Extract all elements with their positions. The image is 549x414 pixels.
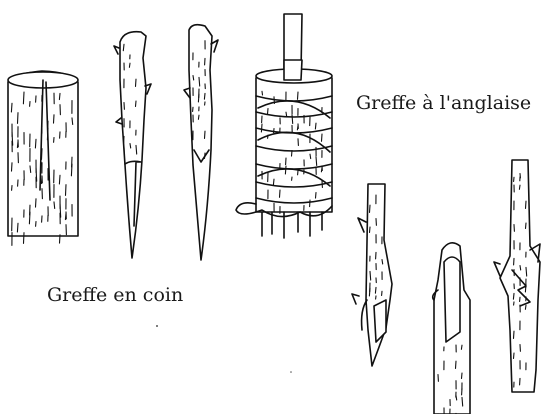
bark-stroke <box>370 271 371 280</box>
bark-stroke <box>193 76 194 80</box>
bark-stroke <box>520 266 521 270</box>
bark-stroke <box>59 175 60 184</box>
bark-stroke <box>205 131 206 138</box>
bark-stroke <box>316 193 317 199</box>
bark-stroke <box>298 92 299 99</box>
bark-stroke <box>526 201 527 208</box>
speck <box>156 325 158 327</box>
bark-stroke <box>456 396 457 400</box>
bark-stroke <box>273 179 274 185</box>
bark-stroke <box>292 115 293 124</box>
bark-stroke <box>136 101 137 107</box>
bark-stroke <box>292 151 293 157</box>
bark-stroke <box>199 77 200 86</box>
bark-stroke <box>321 168 322 172</box>
bark-stroke <box>462 397 463 406</box>
bark-stroke <box>286 112 287 116</box>
bark-stroke <box>123 44 124 50</box>
bark-stroke <box>24 233 25 244</box>
bark-stroke <box>12 163 13 171</box>
whip-rootstock <box>433 243 470 414</box>
bark-stroke <box>316 157 317 166</box>
bark-stroke <box>382 260 383 264</box>
split-rootstock-stump <box>8 71 78 245</box>
caption-whip-graft: Greffe à l'anglaise <box>356 92 531 114</box>
bark-stroke <box>59 93 60 99</box>
bark-stroke <box>525 284 526 292</box>
scion-wedge-side <box>184 25 218 260</box>
bark-stroke <box>297 126 298 130</box>
bark-stroke <box>519 185 520 189</box>
bark-stroke <box>369 288 370 296</box>
bark-stroke <box>285 166 286 174</box>
bark-stroke <box>310 154 311 158</box>
bark-stroke <box>72 118 73 125</box>
bark-stroke <box>375 287 376 293</box>
bark-stroke <box>17 141 18 147</box>
bark-stroke <box>514 353 515 359</box>
bark-stroke <box>370 227 371 233</box>
bark-stroke <box>322 134 323 141</box>
bark-stroke <box>461 345 462 349</box>
bark-stroke <box>280 190 281 197</box>
bark-stroke <box>30 166 31 173</box>
bound-cleft-union <box>236 14 332 238</box>
bark-stroke <box>29 212 30 224</box>
bark-stroke <box>54 202 55 209</box>
bark-stroke <box>462 373 463 379</box>
bark-stroke <box>315 123 316 129</box>
bark-stroke <box>136 79 137 86</box>
bark-stroke <box>198 115 199 119</box>
bark-stroke <box>198 94 199 102</box>
bark-stroke <box>268 109 269 115</box>
bark-stroke <box>526 267 527 276</box>
caption-cleft-graft: Greffe en coin <box>47 284 183 306</box>
bark-stroke <box>136 145 137 154</box>
bark-stroke <box>525 305 526 309</box>
speck <box>290 371 292 373</box>
scion-wedge-front <box>114 32 151 258</box>
bark-stroke <box>47 128 48 140</box>
bark-stroke <box>11 103 12 112</box>
bark-stroke <box>71 164 72 176</box>
bark-stroke <box>514 331 515 338</box>
bark-stroke <box>205 153 206 159</box>
bark-stroke <box>60 235 61 243</box>
bark-stroke <box>513 293 514 299</box>
bark-stroke <box>130 144 131 148</box>
bark-stroke <box>17 223 18 232</box>
bark-stroke <box>370 205 371 212</box>
bark-stroke <box>65 213 66 219</box>
bark-stroke <box>261 124 262 132</box>
bark-stroke <box>42 149 43 160</box>
bark-stroke <box>54 115 55 123</box>
bark-stroke <box>204 93 205 99</box>
bark-stroke <box>66 185 67 196</box>
whip-joined <box>494 160 540 392</box>
bark-stroke <box>262 91 263 95</box>
whip-scion <box>352 184 392 366</box>
bark-stroke <box>35 139 36 148</box>
bark-stroke <box>129 63 130 67</box>
bark-stroke <box>456 361 457 368</box>
bark-stroke <box>526 223 527 229</box>
bark-stroke <box>41 177 42 183</box>
bark-stroke <box>18 113 19 124</box>
bark-stroke <box>23 92 24 104</box>
bark-stroke <box>36 199 37 207</box>
